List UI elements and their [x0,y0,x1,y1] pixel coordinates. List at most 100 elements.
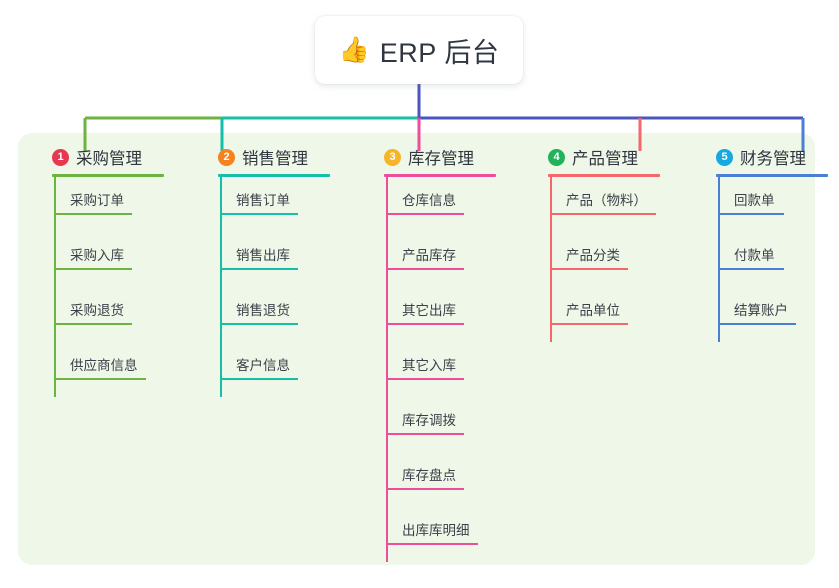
branch-underline [548,174,660,177]
branch-underline [52,174,164,177]
branch-title: 库存管理 [408,150,474,168]
branch-item-label: 产品分类 [566,248,620,263]
branch-item[interactable]: 出库库明细 [366,507,496,562]
branch-item-label: 销售订单 [236,193,290,208]
branch-item-list: 销售订单销售出库销售退货客户信息 [200,177,330,397]
branch-item-underline [386,378,464,380]
branch-number-badge: 5 [716,148,733,166]
branch-item-label: 出库库明细 [402,523,470,538]
branch-item-label: 供应商信息 [70,358,138,373]
branch-title: 产品管理 [572,150,638,168]
branch-spine [550,177,552,342]
branch-column-1: 1 采购管理采购订单采购入库采购退货供应商信息 [34,145,164,397]
root-node-label: ERP 后台 [379,37,500,68]
branch-spine [386,177,388,562]
branch-column-5: 5 财务管理回款单付款单结算账户 [698,145,828,342]
branch-header-3[interactable]: 3 库存管理 [366,145,496,169]
branch-item-label: 付款单 [734,248,775,263]
branch-item-label: 产品库存 [402,248,456,263]
branch-item-list: 产品（物料） 产品分类产品单位 [530,177,660,342]
branch-item-label: 销售退货 [236,303,290,318]
branch-item-underline [718,323,796,325]
branch-item[interactable]: 库存盘点 [366,452,496,507]
branch-header-1[interactable]: 1 采购管理 [34,145,164,169]
branch-number-badge: 1 [52,148,69,166]
branch-number-badge: 3 [384,148,401,166]
branch-item-underline [220,213,298,215]
branch-item-list: 回款单付款单结算账户 [698,177,828,342]
branch-column-3: 3 库存管理仓库信息产品库存其它出库其它入库库存调拨库存盘点出库库明细 [366,145,496,562]
branch-item-label: 回款单 [734,193,775,208]
branch-item[interactable]: 供应商信息 [34,342,164,397]
branch-item-underline [550,213,656,215]
branch-item-label: 产品（物料） [566,193,647,208]
branch-item-underline [386,488,464,490]
branch-item[interactable]: 其它出库 [366,287,496,342]
branch-item-underline [220,268,298,270]
branch-item[interactable]: 销售退货 [200,287,330,342]
branch-item-label: 其它入库 [402,358,456,373]
branch-item-label: 库存调拨 [402,413,456,428]
branch-underline [384,174,496,177]
branch-item[interactable]: 产品（物料） [530,177,660,232]
branch-item-underline [550,323,628,325]
branch-item-label: 采购退货 [70,303,124,318]
branch-item-underline [54,213,132,215]
branch-header-2[interactable]: 2 销售管理 [200,145,330,169]
branch-item[interactable]: 其它入库 [366,342,496,397]
branch-item[interactable]: 客户信息 [200,342,330,397]
branch-item-label: 销售出库 [236,248,290,263]
branch-title: 财务管理 [740,150,806,168]
branch-item[interactable]: 库存调拨 [366,397,496,452]
branch-item[interactable]: 销售订单 [200,177,330,232]
branch-header-5[interactable]: 5 财务管理 [698,145,828,169]
branch-item-underline [386,323,464,325]
root-node[interactable]: 👍 ERP 后台 [315,16,523,84]
branch-item-underline [54,268,132,270]
branch-item-underline [386,433,464,435]
branch-number-badge: 2 [218,148,235,166]
branch-item-underline [386,213,464,215]
branch-item-underline [220,378,298,380]
branch-item[interactable]: 回款单 [698,177,828,232]
branch-item[interactable]: 采购退货 [34,287,164,342]
branch-item-underline [386,268,464,270]
branch-item-label: 结算账户 [734,303,788,318]
branch-item[interactable]: 仓库信息 [366,177,496,232]
branch-spine [54,177,56,397]
branch-item-label: 仓库信息 [402,193,456,208]
branch-item[interactable]: 产品分类 [530,232,660,287]
branch-underline [218,174,330,177]
branch-item[interactable]: 产品库存 [366,232,496,287]
branch-item-underline [54,378,146,380]
branch-item-label: 库存盘点 [402,468,456,483]
branch-title: 销售管理 [242,150,308,168]
branch-item-list: 仓库信息产品库存其它出库其它入库库存调拨库存盘点出库库明细 [366,177,496,562]
branch-spine [220,177,222,397]
branch-item-underline [220,323,298,325]
branch-item[interactable]: 结算账户 [698,287,828,342]
branch-item[interactable]: 销售出库 [200,232,330,287]
branch-item[interactable]: 付款单 [698,232,828,287]
branch-item[interactable]: 产品单位 [530,287,660,342]
branch-item-underline [550,268,628,270]
branch-title: 采购管理 [76,150,142,168]
branch-item-label: 其它出库 [402,303,456,318]
branch-item-underline [718,213,784,215]
branch-item-label: 产品单位 [566,303,620,318]
branch-item-list: 采购订单采购入库采购退货供应商信息 [34,177,164,397]
branch-item[interactable]: 采购入库 [34,232,164,287]
background-panel [18,133,815,565]
branch-spine [718,177,720,342]
branch-item-underline [718,268,784,270]
thumbs-up-icon: 👍 [338,35,370,64]
branch-column-2: 2 销售管理销售订单销售出库销售退货客户信息 [200,145,330,397]
branch-item-label: 采购订单 [70,193,124,208]
branch-underline [716,174,828,177]
branch-item-underline [54,323,132,325]
branch-item[interactable]: 采购订单 [34,177,164,232]
branch-item-underline [386,543,478,545]
